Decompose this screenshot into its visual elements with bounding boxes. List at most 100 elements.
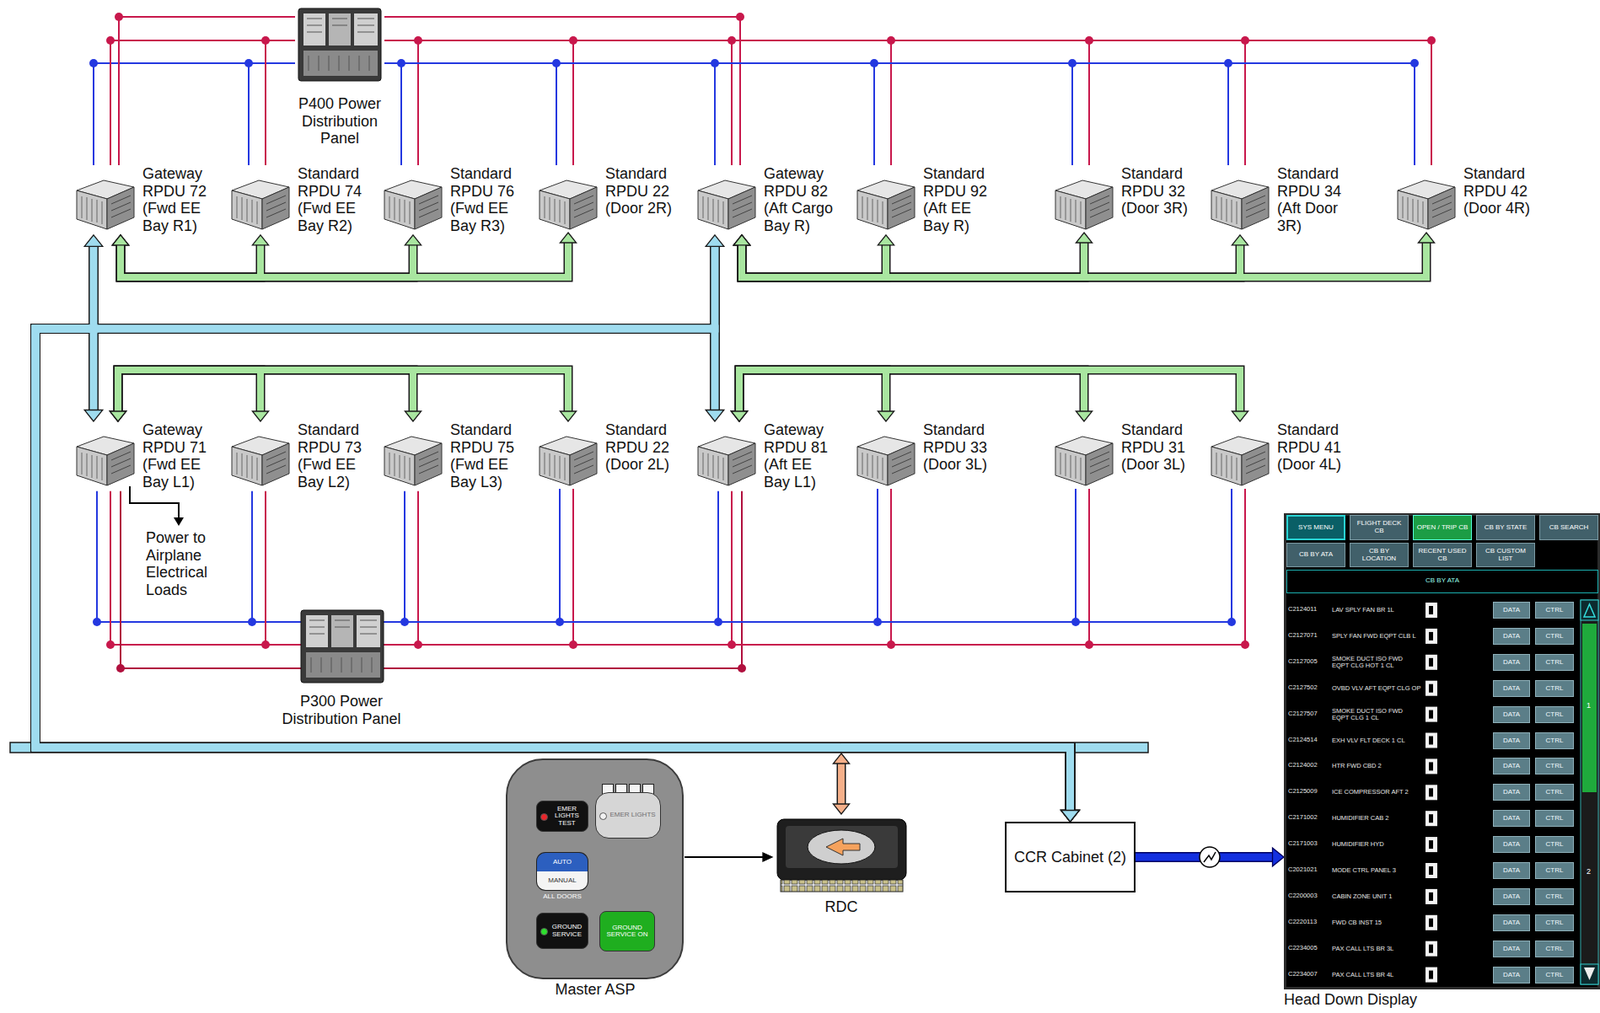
label-box: C2127502 [1288, 684, 1331, 692]
cb-list-text: ICE COMPRESSOR AFT 2 [1331, 789, 1409, 796]
connector-band [741, 243, 886, 278]
rpdu-icon [1050, 429, 1118, 489]
connector-outline [35, 244, 1071, 812]
node-text: DATA [1503, 810, 1520, 828]
connector-outline [120, 241, 569, 278]
cb-list-text: EXH VLV FLT DECK 1 CL [1331, 737, 1406, 745]
cb-switch-slot [1428, 918, 1434, 928]
connector-outline [35, 244, 1071, 812]
rpdu-icon-shape [857, 180, 915, 230]
power-wire [384, 63, 1415, 166]
power-panel: P400 Power Distribution Panel [295, 3, 385, 148]
node-text: CTRL [1546, 940, 1564, 959]
power-wire [384, 63, 402, 166]
node-text: CTRL [1546, 757, 1564, 776]
node-text: P300 Power Distribution Panel [279, 692, 404, 728]
arrowhead [733, 235, 750, 246]
label-box: OVBD VLV AFT EQPT CLG OP [1331, 681, 1422, 697]
selector-switch: AUTOMANUALALL DOORS [536, 852, 589, 901]
connector [384, 36, 1436, 166]
arrowhead [1061, 810, 1080, 823]
rpdu-icon [692, 173, 761, 233]
rpdu-icon [226, 173, 295, 233]
cb-switch-slot [1428, 866, 1434, 876]
arrowhead [252, 235, 269, 246]
connector [832, 747, 1080, 822]
rpdu-icon [226, 429, 295, 489]
page-number: 1 [1586, 702, 1597, 711]
menu-tab: OPEN / TRIP CB [1412, 515, 1472, 541]
screen-button: CTRL [1535, 628, 1574, 645]
node-text: MANUAL [536, 871, 589, 892]
node-text: Standard RPDU 31 (Door 3L) [1121, 421, 1198, 474]
power-wire [384, 40, 1090, 166]
connector-band [118, 370, 414, 414]
node-text: Standard RPDU 34 (Aft Door 3R) [1277, 165, 1354, 236]
panel-icon [295, 5, 385, 85]
connector-band [741, 241, 1427, 278]
screen-button: CTRL [1535, 810, 1574, 827]
arrowhead [1231, 235, 1248, 246]
node-text: CTRL [1546, 654, 1564, 672]
node-text: DATA [1503, 732, 1520, 751]
power-wire [384, 63, 715, 166]
junction-dot [1227, 617, 1236, 627]
connector-outlines [35, 241, 1427, 858]
node-text: P400 Power Distribution Panel [295, 95, 385, 148]
junction-dot [106, 36, 115, 45]
power-wire [403, 488, 1232, 623]
rpdu-unit: Gateway RPDU 72 (Fwd EE Bay R1) [71, 165, 219, 236]
data-concentrator: RDC [772, 814, 911, 917]
junction-dot [114, 12, 124, 22]
arrowhead [84, 410, 103, 423]
power-wire [384, 40, 419, 166]
label-box: C2021021 [1288, 866, 1331, 874]
panel-icon-shape [298, 8, 382, 81]
screen-button: CTRL [1535, 783, 1574, 801]
screen-button: CTRL [1535, 966, 1574, 984]
power-panel: P300 Power Distribution Panel [279, 605, 404, 728]
node-text: Standard RPDU 73 (Fwd EE Bay L2) [297, 421, 374, 492]
power-wire [118, 16, 296, 166]
node-text: CTRL [1546, 680, 1564, 698]
node-text: DATA [1503, 654, 1520, 672]
arrowhead [112, 235, 129, 246]
cb-list-text: C2200003 [1288, 892, 1331, 900]
node-text: CTRL [1546, 914, 1564, 933]
cb-list-text: C2021021 [1288, 866, 1331, 874]
cb-list-text: LAV SPLY FAN BR 1L [1331, 606, 1395, 614]
rpdu-icon [379, 173, 447, 233]
node-text: CTRL [1546, 966, 1564, 985]
screen-button: DATA [1492, 966, 1531, 984]
rpdu-icon-shape [1055, 436, 1113, 486]
screen-button: DATA [1492, 914, 1531, 932]
connector-band [739, 370, 886, 414]
rpdu-unit: Standard RPDU 74 (Fwd EE Bay R2) [226, 165, 374, 236]
cb-switch-slot [1428, 892, 1434, 902]
node-text: CB BY LOCATION [1351, 547, 1407, 564]
power-wire [265, 40, 296, 166]
connector [109, 370, 576, 422]
node-text: CB SEARCH [1549, 524, 1590, 532]
cb-list-text: HTR FWD CBD 2 [1331, 762, 1382, 770]
rpdu-unit: Standard RPDU 41 (Door 4L) [1206, 421, 1354, 489]
node-text: GROUND SERVICE ON [600, 924, 655, 940]
arrowhead [1075, 232, 1092, 243]
rpdu-unit: Standard RPDU 73 (Fwd EE Bay L2) [226, 421, 374, 492]
rpdu-icon [852, 173, 920, 233]
connector-band [35, 244, 1071, 812]
power-wire [384, 40, 732, 166]
screen-button: DATA [1492, 628, 1531, 645]
screen-button: DATA [1492, 706, 1531, 724]
leader-line [129, 486, 179, 520]
node-text: CCR Cabinet (2) [1014, 848, 1127, 867]
connector-outline [118, 370, 261, 414]
cb-switch-icon [1425, 837, 1438, 853]
panel-body [505, 758, 684, 980]
connectors [35, 12, 1436, 868]
connector-outline [35, 328, 1071, 813]
junction-dot [261, 640, 270, 650]
connector [109, 370, 421, 422]
cb-switch-slot [1428, 840, 1434, 849]
cb-list-text: C2234007 [1288, 971, 1331, 978]
